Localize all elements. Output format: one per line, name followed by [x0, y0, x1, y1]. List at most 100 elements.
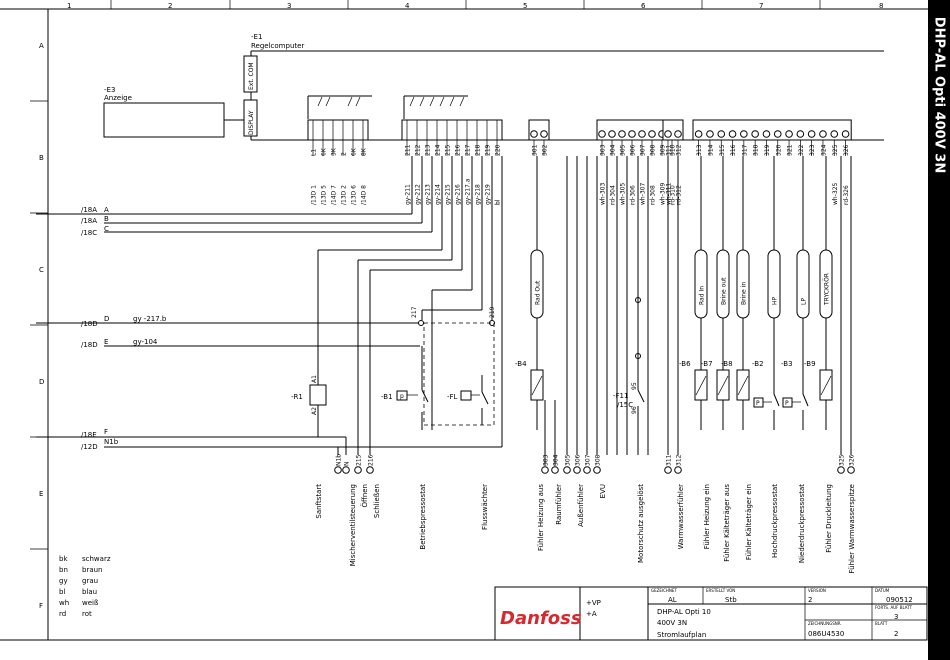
function-label: Flusswächter: [481, 484, 489, 530]
terminal-number: 326: [843, 144, 850, 156]
function-label: Mischerventilsteuerung: [349, 484, 357, 566]
legend-name: rot: [82, 610, 92, 618]
terminal-number: 318: [753, 144, 760, 156]
bottom-terminal-number: 325: [839, 454, 846, 466]
sensor-tag: -B6: [679, 360, 691, 368]
ref-label: /12D: [81, 443, 98, 451]
node-217: 217: [411, 306, 418, 318]
terminal-number: 6K: [321, 147, 328, 156]
terminal-number: L1: [311, 149, 318, 156]
bottom-terminal-number: 303: [543, 454, 550, 466]
blatt-value: 2: [894, 630, 898, 638]
gezeichnet-value: AL: [668, 596, 677, 604]
function-label: Betriebspressostat: [419, 484, 427, 550]
col-label: 3: [287, 2, 291, 10]
sensor-label: TRYCKRÖR: [824, 273, 831, 306]
bus-label: F: [104, 428, 108, 436]
fl-flow-switch: -FL: [447, 390, 489, 405]
bottom-terminal: [366, 466, 374, 474]
terminal-number: 314: [707, 144, 714, 156]
ref-label: /18D: [81, 341, 98, 349]
r1-a2: A2: [311, 407, 318, 415]
f11-tag: -F11: [613, 392, 628, 400]
row-label: C: [39, 266, 44, 274]
function-label: Fühler Kälteträger ein: [745, 484, 753, 560]
col-label: 1: [67, 2, 71, 10]
terminal-number: 215: [445, 144, 452, 156]
wire-label: /14D 7: [331, 185, 338, 205]
e3-tag: -E3: [104, 86, 115, 94]
pressure-symbol: P: [756, 400, 760, 407]
terminal-number: 213: [425, 144, 432, 156]
terminal-number: 306: [630, 144, 637, 156]
regelcomputer: -E1 Regelcomputer Ext. COM DISPLAY: [243, 33, 884, 141]
function-label: Sanftstart: [315, 484, 323, 519]
wire-label: gy-215: [445, 184, 452, 205]
col-label: 2: [168, 2, 172, 10]
terminal-number: 316: [730, 144, 737, 156]
sensor-body: [694, 249, 708, 319]
sensor-tag: -B4: [515, 360, 527, 368]
bottom-terminal: [563, 466, 571, 474]
bottom-terminal-number: 312: [676, 454, 683, 466]
doc-type: Stromlaufplan: [657, 631, 706, 639]
sheet-frame: [0, 0, 928, 641]
wire-label: rd-304: [610, 185, 617, 205]
terminal-number: 307: [640, 144, 647, 156]
wire-label: rd-310: [670, 185, 677, 205]
wire-label: /13D 6: [351, 185, 358, 205]
legend-code: bn: [59, 566, 68, 574]
legend-code: wh: [59, 599, 69, 607]
wire-label: wh-307: [640, 182, 647, 205]
legend-name: schwarz: [82, 555, 111, 563]
function-label: Schließen: [373, 484, 381, 518]
r1-tag: -R1: [291, 393, 303, 401]
ref-label: /18A: [81, 206, 97, 214]
row-label: A: [39, 42, 44, 50]
terminal-number: 310: [670, 144, 677, 156]
bottom-terminal-number: N: [344, 462, 351, 467]
wire-label: wh-325: [832, 182, 839, 205]
terminal-number: 317: [741, 144, 748, 156]
terminal-number: 315: [719, 144, 726, 156]
wire-label: gy-214: [435, 184, 442, 205]
ext-com-label: Ext. COM: [248, 62, 255, 90]
col-label: 7: [759, 2, 763, 10]
col-label: 8: [879, 2, 883, 10]
legend-name: grau: [82, 577, 98, 585]
h-zeichnung: ZEICHNUNGSNR.: [808, 621, 842, 626]
wire-label: gy-219: [485, 184, 492, 205]
legend-code: bl: [59, 588, 65, 596]
terminal-number: 309: [660, 144, 667, 156]
erstellt-value: Stb: [725, 596, 737, 604]
signal-wires: [566, 156, 852, 455]
e3-name: Anzeige: [104, 94, 132, 102]
row-label: B: [39, 154, 44, 162]
col-label: 5: [523, 2, 527, 10]
bottom-terminal: [837, 466, 845, 474]
f11-96: 96: [631, 406, 638, 414]
terminal-number: 305: [620, 144, 627, 156]
terminal-number: 301: [532, 144, 539, 156]
r1-a1: A1: [311, 375, 318, 383]
terminal-number: 217: [465, 144, 472, 156]
bottom-terminal: [334, 466, 342, 474]
bottom-terminal-number: 308: [595, 454, 602, 466]
function-label: Raumfühler: [555, 484, 563, 525]
sensor-tag: -B3: [781, 360, 793, 368]
function-label: Fühler Warmwasserspitze: [848, 484, 856, 573]
e1-name: Regelcomputer: [251, 42, 304, 50]
function-label: Außenfühler: [577, 484, 585, 527]
voltage: 400V 3N: [657, 619, 687, 627]
wire-label: rd-308: [650, 185, 657, 205]
sensor-label: LP: [801, 298, 808, 305]
function-label: Fühler Druckleitung: [825, 484, 833, 553]
row-label: D: [39, 378, 44, 386]
sensor-label: Brine out: [721, 277, 728, 305]
wire-label: gy-216: [455, 184, 462, 205]
h-gezeichnet: GEZEICHNET: [651, 588, 677, 593]
terminal-number: 6K: [351, 147, 358, 156]
terminal-number: 304: [610, 144, 617, 156]
bottom-terminal-number: N1b: [336, 454, 343, 466]
